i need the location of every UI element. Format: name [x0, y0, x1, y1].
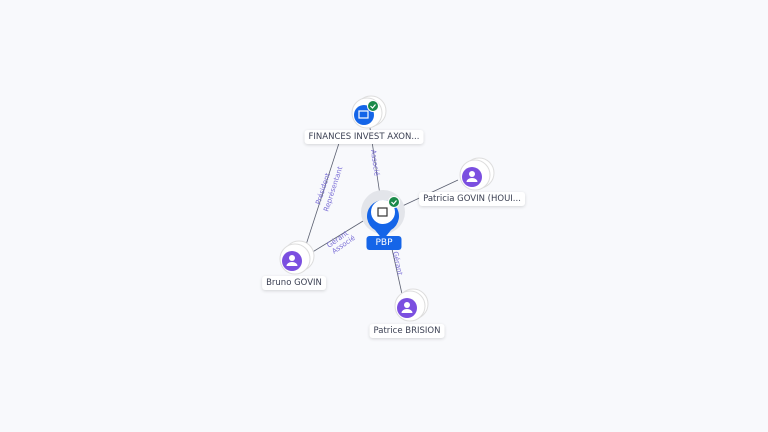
node-patricia[interactable]	[459, 157, 495, 191]
building-icon	[377, 207, 388, 217]
verified-check-icon	[388, 196, 400, 208]
edge-label-associe: Associé	[369, 149, 381, 176]
node-patrice[interactable]	[394, 288, 429, 322]
node-bruno[interactable]	[279, 240, 315, 275]
node-label-bruno[interactable]: Bruno GOVIN	[262, 276, 326, 290]
node-finances[interactable]	[351, 95, 387, 129]
building-icon	[358, 110, 369, 119]
node-label-finances[interactable]: FINANCES INVEST AXON...	[304, 130, 424, 144]
node-label-patricia[interactable]: Patricia GOVIN (HOUI...	[419, 192, 525, 206]
person-icon	[469, 171, 475, 177]
verified-check-icon	[367, 100, 379, 112]
center-node-label[interactable]: PBP	[366, 236, 402, 250]
person-icon	[289, 255, 295, 261]
edge-label-gerant2: Gérant	[391, 251, 404, 276]
node-center[interactable]	[361, 190, 405, 240]
node-label-patrice[interactable]: Patrice BRISION	[369, 324, 445, 338]
person-icon	[404, 302, 410, 308]
edge-bruno-center	[305, 217, 369, 257]
edge-finances-bruno	[304, 139, 341, 249]
